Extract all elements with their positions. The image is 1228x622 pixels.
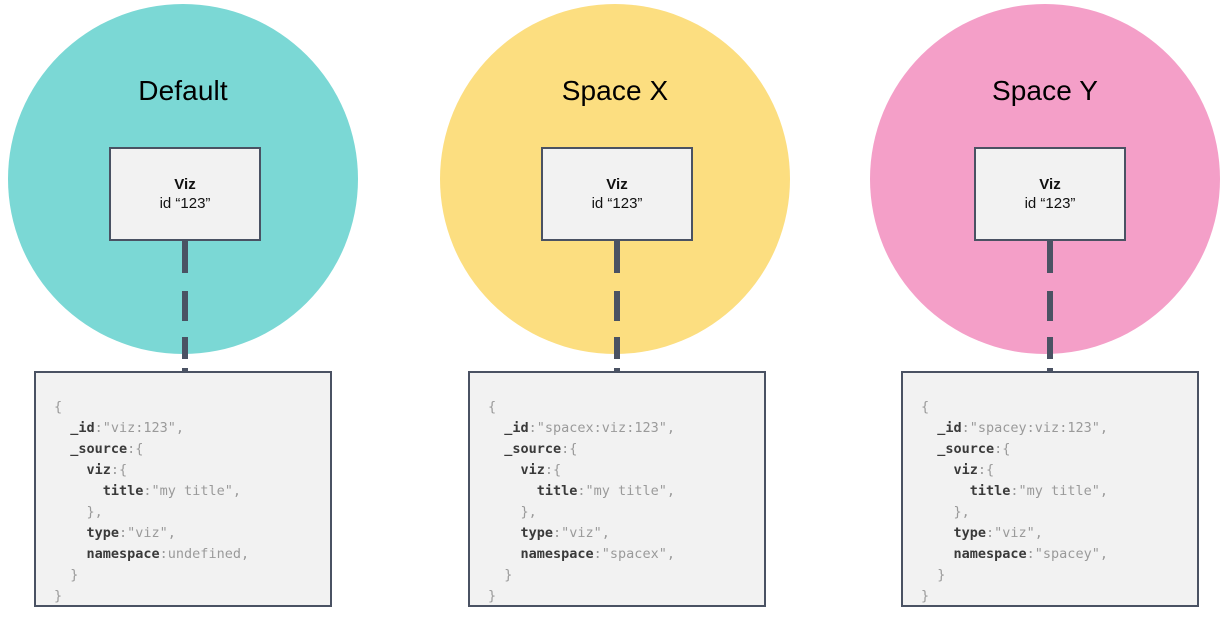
- space-title: Space Y: [991, 75, 1099, 106]
- document-json-text: { _id:"spacey:viz:123", _source:{ viz:{ …: [921, 399, 1108, 604]
- document-json-text: { _id:"viz:123", _source:{ viz:{ title:"…: [54, 399, 250, 604]
- saved-object-id-label: id “123”: [1024, 194, 1076, 212]
- connector-dash: [182, 241, 188, 273]
- connector-dash: [182, 368, 188, 373]
- saved-object-type-label: Viz: [174, 175, 196, 193]
- document-panel: { _id:"spacex:viz:123", _source:{ viz:{ …: [468, 371, 766, 607]
- dashed-connector: [182, 241, 188, 373]
- saved-object-node: Viz id “123”: [974, 147, 1126, 241]
- connector-dash: [1047, 368, 1053, 373]
- dashed-connector: [1047, 241, 1053, 373]
- space-title: Default: [138, 75, 228, 106]
- saved-object-node: Viz id “123”: [109, 147, 261, 241]
- connector-dash: [182, 291, 188, 321]
- connector-dash: [614, 368, 620, 373]
- space-title: Space X: [561, 75, 669, 106]
- connector-dash: [614, 291, 620, 321]
- connector-dash: [614, 241, 620, 273]
- document-panel: { _id:"spacey:viz:123", _source:{ viz:{ …: [901, 371, 1199, 607]
- saved-object-type-label: Viz: [606, 175, 628, 193]
- connector-dash: [182, 337, 188, 359]
- saved-object-node: Viz id “123”: [541, 147, 693, 241]
- connector-dash: [1047, 291, 1053, 321]
- dashed-connector: [614, 241, 620, 373]
- connector-dash: [1047, 337, 1053, 359]
- saved-object-type-label: Viz: [1039, 175, 1061, 193]
- space-column-default: Default Viz id “123” { _id:"viz:123", _s…: [4, 0, 364, 622]
- space-column-spacex: Space X Viz id “123” { _id:"spacex:viz:1…: [436, 0, 796, 622]
- document-json-text: { _id:"spacex:viz:123", _source:{ viz:{ …: [488, 399, 675, 604]
- document-panel: { _id:"viz:123", _source:{ viz:{ title:"…: [34, 371, 332, 607]
- saved-object-id-label: id “123”: [591, 194, 643, 212]
- space-column-spacey: Space Y Viz id “123” { _id:"spacey:viz:1…: [866, 0, 1226, 622]
- saved-object-id-label: id “123”: [159, 194, 211, 212]
- connector-dash: [1047, 241, 1053, 273]
- connector-dash: [614, 337, 620, 359]
